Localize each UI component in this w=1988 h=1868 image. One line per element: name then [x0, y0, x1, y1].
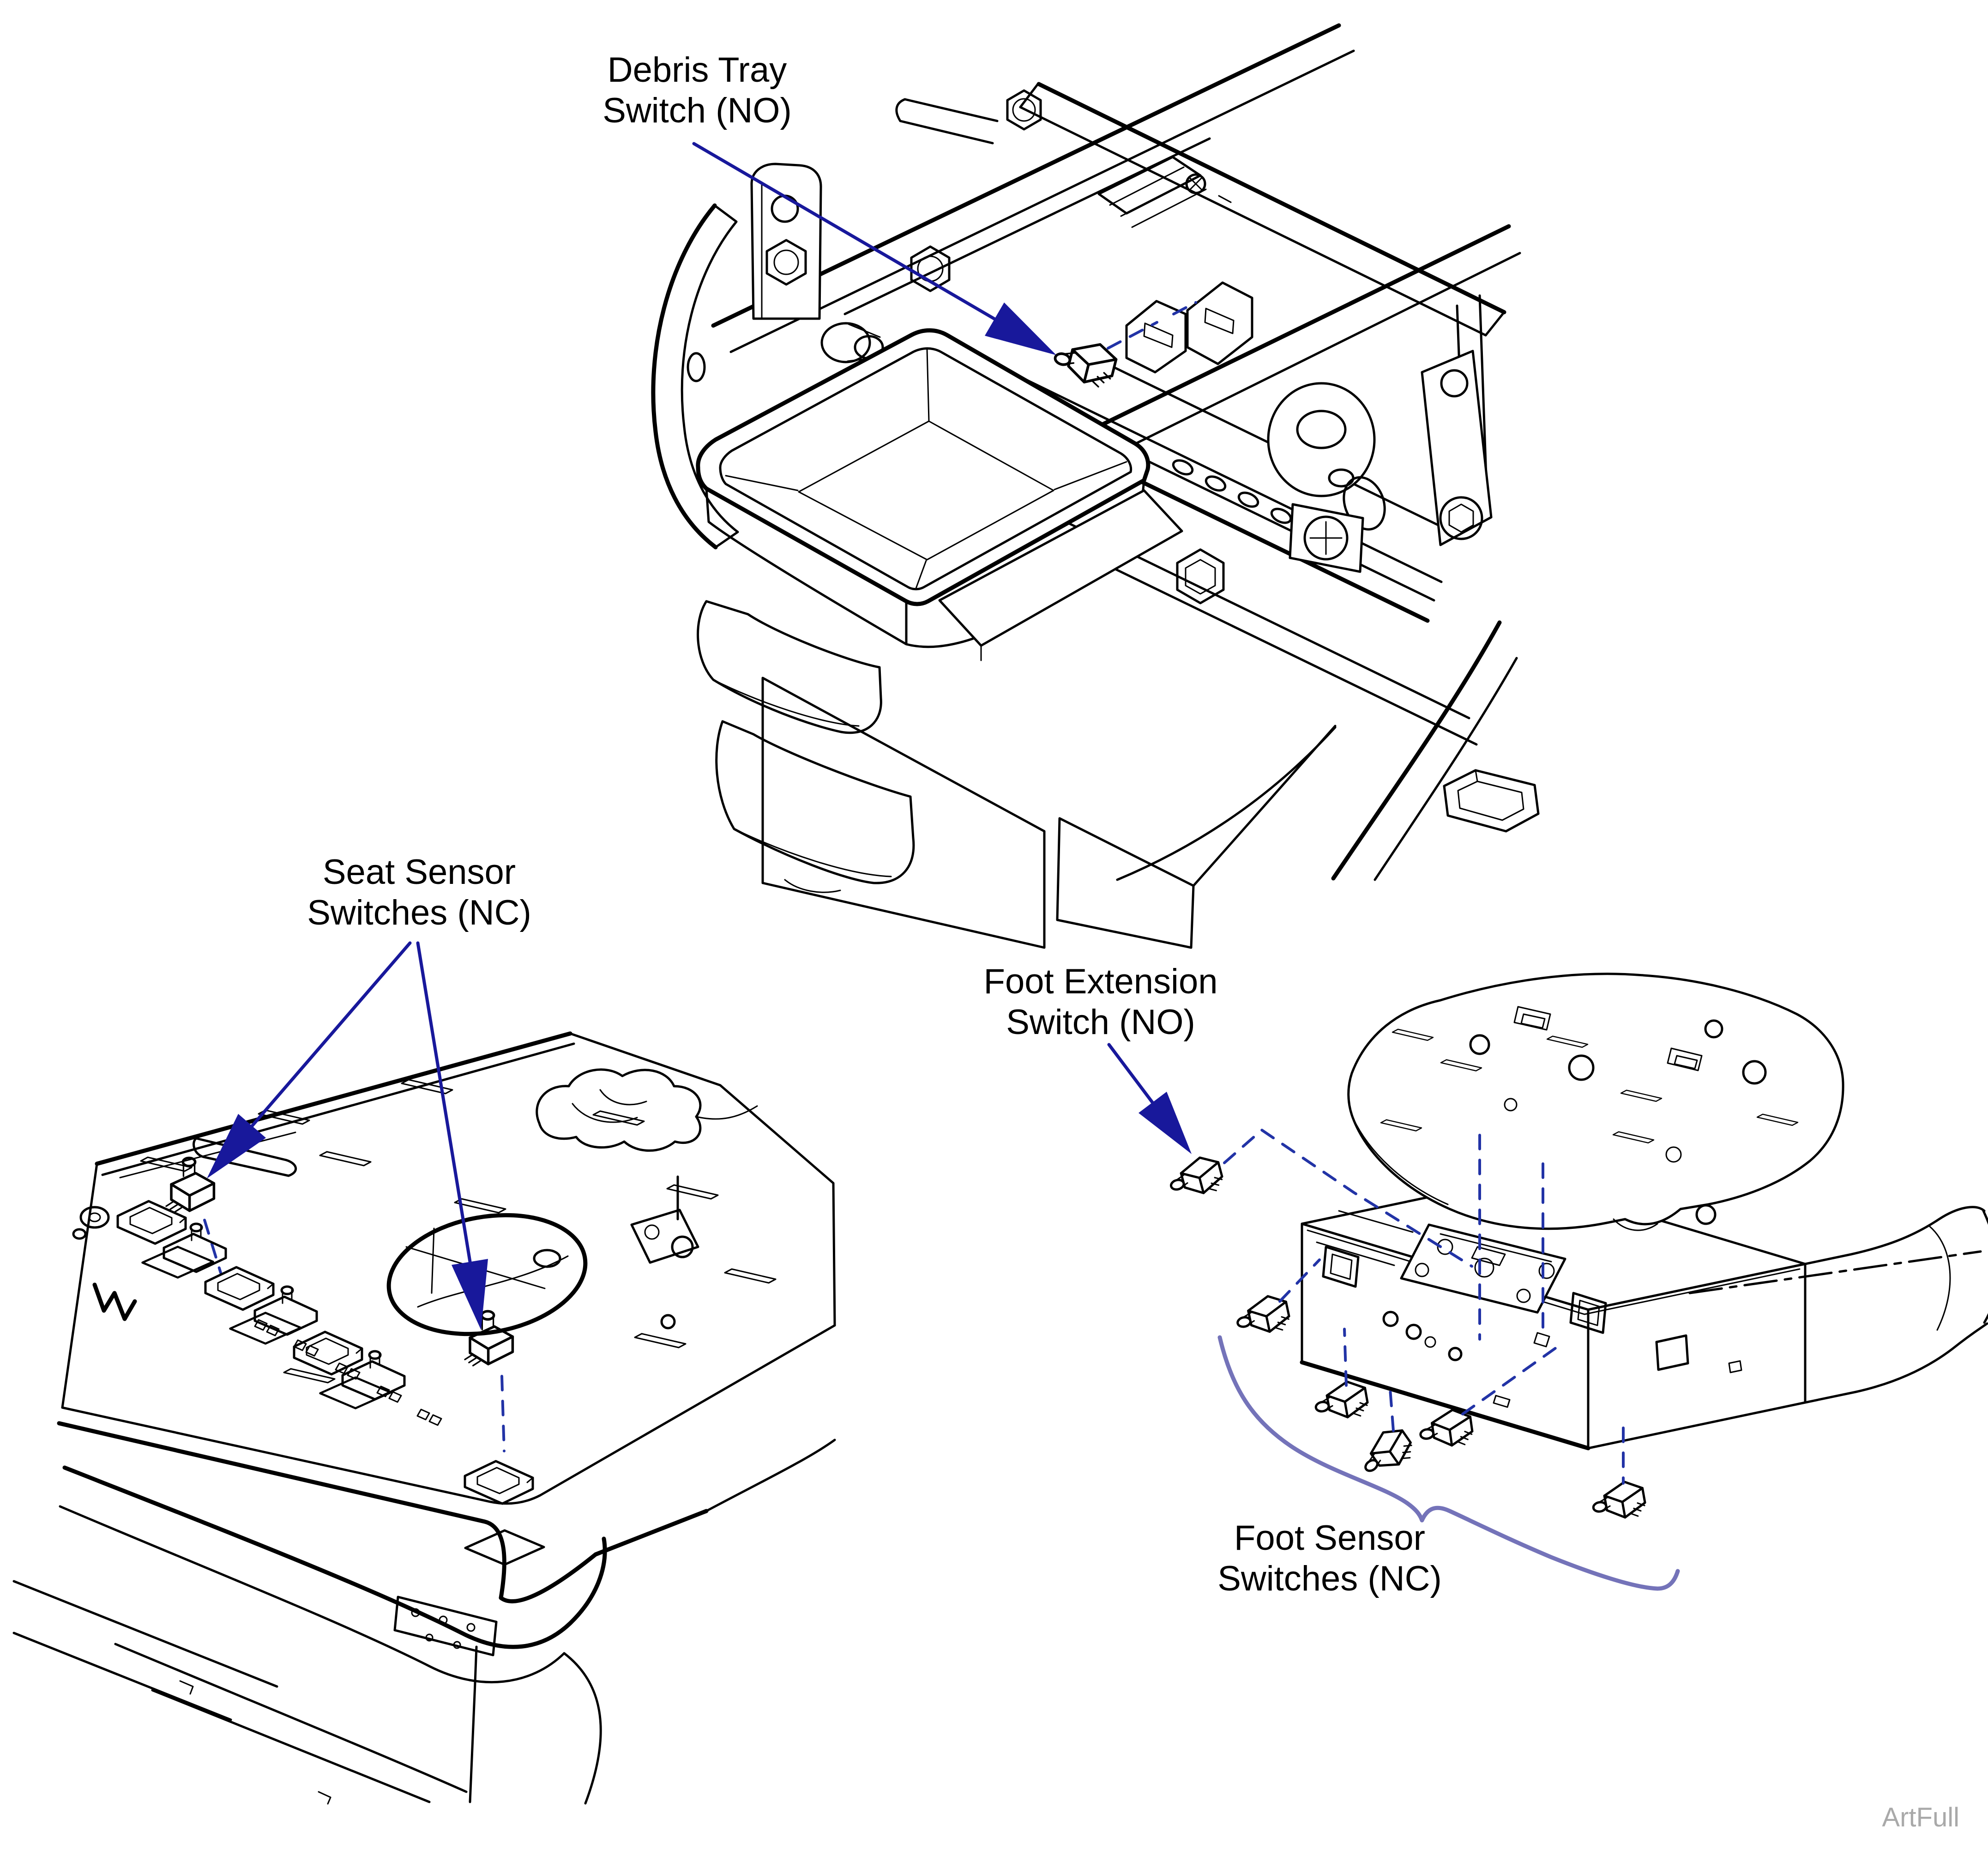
foot-board-plate: [1347, 973, 1844, 1231]
foot-extension-arm: [1688, 1206, 1988, 1404]
hex-bolt: [765, 239, 807, 286]
label-line: Seat Sensor: [322, 852, 516, 892]
screw-plate: [1289, 503, 1364, 573]
label-line: Foot Extension: [983, 962, 1218, 1001]
label-line: Switch (NO): [1006, 1003, 1195, 1042]
tray-pads: [697, 600, 915, 893]
label-foot-sensor-switches: Foot Sensor Switches (NC): [1217, 1518, 1442, 1599]
hex-bolt: [910, 245, 951, 292]
label-line: Switch (NO): [602, 91, 792, 130]
seat-sensor-switch: [465, 1311, 512, 1366]
wire-harness: [536, 1068, 702, 1152]
switch-leader-dash: [1478, 1134, 1544, 1341]
seat-sensor-switch-arrow-left: [207, 941, 412, 1179]
foot-chassis-box: [1300, 1177, 1807, 1451]
seat-switch-dash: [203, 1219, 506, 1452]
panel-round-hole: [386, 1213, 588, 1336]
foot-sensor-switch: [1590, 1479, 1647, 1523]
debris-switch-leader-dash: [1107, 301, 1197, 350]
debris-tray-switch-arrow: [692, 142, 1056, 355]
label-line: Switches (NC): [307, 893, 531, 932]
foot-sensor-switches-brace: [1420, 1505, 1680, 1591]
foot-sensor-switch: [1313, 1379, 1370, 1423]
w-mark: [92, 1282, 137, 1321]
label-debris-tray-switch: Debris Tray Switch (NO): [602, 50, 792, 131]
debris-tray: [696, 328, 1151, 648]
actuator-disc: [1267, 382, 1386, 531]
seat-base-view: [12, 1031, 836, 1805]
foot-section-view: [1166, 973, 1988, 1591]
label-line: Foot Sensor: [1234, 1518, 1425, 1558]
seat-cushion: [12, 1465, 607, 1805]
clip-bracket: [1443, 769, 1540, 833]
foot-extension-switch-arrow: [1107, 1043, 1192, 1154]
label-line: Debris Tray: [607, 50, 787, 90]
hex-bolt: [1176, 548, 1225, 605]
debris-tray-assembly-view: [651, 23, 1540, 949]
seat-sensor-switch: [166, 1158, 214, 1212]
label-line: Switches (NC): [1217, 1559, 1442, 1598]
seat-sensor-switch-arrow-right: [416, 941, 488, 1330]
label-seat-sensor-switches: Seat Sensor Switches (NC): [307, 852, 531, 933]
debris-tray-switch: [1051, 335, 1119, 389]
foot-extension-switch: [1166, 1154, 1225, 1202]
debris-switch-bracket: [1125, 281, 1253, 374]
switch-leader-dash: [1223, 1129, 1473, 1268]
foot-sensor-switch: [1418, 1408, 1474, 1451]
switch-leader-dash: [1278, 1258, 1625, 1485]
pivot-plate: [1421, 350, 1493, 546]
callout-arrows: [207, 142, 1192, 1330]
label-foot-extension-switch: Foot Extension Switch (NO): [984, 961, 1218, 1043]
foot-sensor-switch: [1355, 1423, 1417, 1482]
hinge-bracket: [1400, 1223, 1566, 1314]
hex-bolt: [1006, 89, 1042, 131]
foot-sensor-switches-brace: [1217, 1335, 1424, 1523]
artfull-watermark: ArtFull: [1882, 1802, 1959, 1832]
